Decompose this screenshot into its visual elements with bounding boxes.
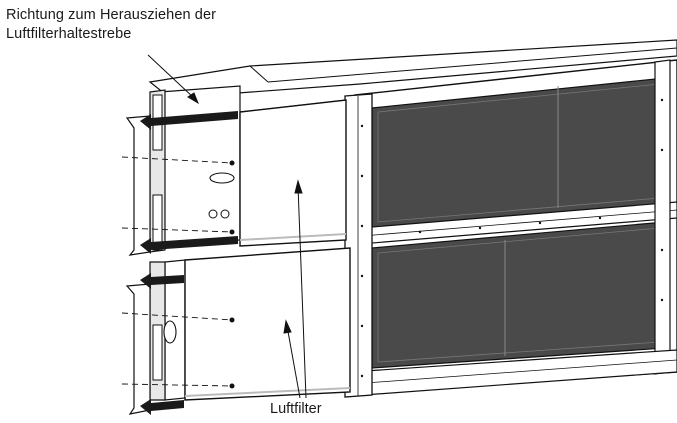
unit-top-ridge — [249, 65, 269, 83]
lower-screw-1 — [229, 317, 235, 323]
upper-filter-top-edge — [239, 99, 347, 113]
pull-arrow-upper-bottom — [140, 236, 238, 254]
strut-direction-leader-head — [187, 92, 200, 105]
pull-arrow-lower-top — [140, 273, 184, 289]
middle-rail-inner — [361, 209, 677, 237]
upper-housing-body — [159, 85, 241, 246]
pull-out-arrows — [140, 111, 238, 415]
strut-direction-line-1: Richtung zum Herausziehen der — [6, 7, 217, 23]
pull-arrow-lower-bottom — [140, 399, 184, 415]
strut-direction-line-2: Luftfilterhaltestrebe — [6, 26, 132, 42]
lower-coil-panel — [371, 221, 666, 369]
lower-filter-strut — [125, 283, 151, 415]
lower-guide-line-1 — [121, 312, 233, 321]
upper-handle — [209, 172, 235, 184]
upper-filter-strut — [125, 115, 151, 256]
filter-leader-upper-head — [294, 179, 303, 194]
upper-guide-line-2 — [121, 227, 233, 233]
upper-port-right — [220, 209, 230, 219]
strut-direction-callout: Richtung zum Herausziehen der Luftfilter… — [6, 6, 216, 44]
lower-air-filter — [184, 247, 351, 401]
leader-lines — [147, 54, 307, 399]
lower-handle — [163, 320, 177, 344]
filter-leader-lower — [286, 325, 301, 399]
strut-direction-leader — [147, 54, 195, 99]
lower-guide-line-2 — [121, 383, 233, 387]
bottom-rail-inner — [351, 359, 677, 385]
pull-arrow-upper-top — [140, 111, 238, 130]
filter-leader-lower-head — [283, 319, 292, 334]
upper-air-filter — [239, 99, 347, 247]
upper-mid-bracket — [152, 194, 163, 251]
filter-leader-upper — [297, 185, 307, 399]
lower-bracket — [152, 324, 163, 381]
frame-rivets — [360, 98, 664, 378]
lower-screw-2 — [229, 383, 235, 389]
upper-screw-2 — [229, 229, 235, 235]
upper-screw-1 — [229, 160, 235, 166]
unit-top-edge — [267, 47, 677, 83]
right-frame-post — [654, 59, 671, 375]
upper-filter-bottom-shadow — [239, 233, 347, 241]
lower-filter-bottom-shadow — [184, 387, 351, 397]
air-filter-callout: Luftfilter — [270, 401, 322, 417]
upper-port-left — [208, 209, 218, 219]
upper-guide-line-1 — [121, 156, 233, 164]
